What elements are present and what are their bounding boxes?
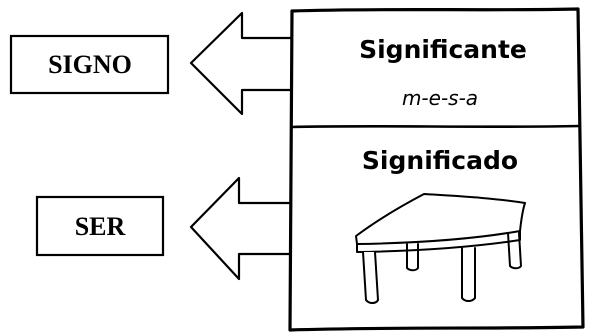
arrow-left-upper-icon [189, 11, 295, 116]
signo-label: SIGNO [48, 50, 132, 79]
signo-box: SIGNO [9, 34, 170, 95]
ser-box: SER [35, 195, 165, 257]
table-top-edge [356, 230, 521, 253]
sign-panel-divider [290, 124, 581, 129]
table-back-leg-left [406, 243, 419, 272]
ser-label: SER [75, 212, 126, 241]
table-front-leg-left [362, 251, 379, 304]
significante-example: m-e-s-a [402, 86, 478, 110]
significado-heading: Significado [362, 146, 518, 175]
ser-box-frame [35, 195, 165, 257]
arrow-left-lower-icon [189, 176, 295, 281]
sign-panel: Significante m-e-s-a Significado [288, 7, 585, 332]
table-top [355, 193, 526, 245]
significante-heading: Significante [359, 35, 527, 64]
table-illustration [355, 193, 526, 304]
signo-box-frame [9, 34, 170, 95]
table-front-leg-right [461, 247, 476, 302]
